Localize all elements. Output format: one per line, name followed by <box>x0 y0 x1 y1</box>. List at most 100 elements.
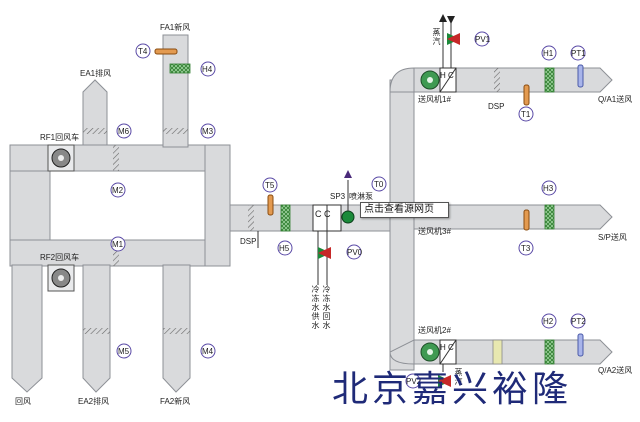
fans <box>47 70 440 362</box>
tag-t0 <box>371 176 387 192</box>
filter-h3 <box>544 204 555 230</box>
tag-h5 <box>277 240 293 256</box>
label-ea1: EA1排风 <box>80 69 112 78</box>
coils <box>312 67 457 365</box>
flow-arrows <box>344 14 455 178</box>
damper-m1 <box>113 240 119 266</box>
duct-network <box>9 34 613 393</box>
label-cooling-coil: C C <box>315 209 331 219</box>
temp-sensor-t3-icon <box>523 209 530 231</box>
tag-pv1-text: PV1 <box>475 35 491 44</box>
tag-pt2-text: PT2 <box>571 317 586 326</box>
tag-m3 <box>200 123 216 139</box>
label-steam-1: 蒸汽 <box>432 28 441 46</box>
elbow-top <box>389 67 415 93</box>
label-sp3: SP3 <box>330 192 346 201</box>
label-qa2: Q/A2送风 <box>598 366 633 375</box>
damper-m6 <box>83 128 107 134</box>
upper-mix-duct <box>9 144 231 172</box>
label-heating-coil-2: H C <box>440 343 454 352</box>
tag-pv0-text: PV0 <box>347 248 363 257</box>
label-rf2: RF2回风车 <box>40 253 80 262</box>
label-spray-pump: 喷淋泵 <box>349 192 373 201</box>
tag-t3-text: T3 <box>521 244 531 253</box>
heating-coil-1-diag <box>439 67 457 93</box>
tag-t4 <box>135 43 151 59</box>
label-qa1: Q/A1送风 <box>598 95 633 104</box>
temp-sensor-t4-icon <box>154 48 178 55</box>
supply-riser-duct <box>389 79 415 371</box>
damper-dsp <box>248 205 254 231</box>
tag-h2-text: H2 <box>543 317 554 326</box>
cooling-coil-2 <box>326 204 342 232</box>
tag-m3-text: M3 <box>202 127 214 136</box>
tag-m4 <box>200 343 216 359</box>
label-return-air: 回风 <box>15 397 31 406</box>
right-mix-duct <box>204 144 231 267</box>
elbow-bottom <box>389 339 415 365</box>
tag-t5 <box>262 177 278 193</box>
tag-circles <box>110 31 586 389</box>
tag-pv0 <box>346 244 362 260</box>
tag-pt1 <box>570 45 586 61</box>
tag-t1 <box>518 106 534 122</box>
label-chilled-water-supply: 冷冻水供水 <box>311 285 320 330</box>
tag-m6 <box>116 123 132 139</box>
label-fa2: FA2新风 <box>160 397 191 406</box>
tag-h2 <box>541 313 557 329</box>
label-chilled-water-return: 冷冻水回水 <box>322 285 331 330</box>
tag-m4-text: M4 <box>202 347 214 356</box>
damper-m2 <box>113 145 119 171</box>
humidifier-2 <box>492 339 503 365</box>
tag-h5-text: H5 <box>279 244 290 253</box>
tag-pv2-text: PV2 <box>406 377 422 386</box>
watermark-text: 北京嘉兴裕隆 <box>332 369 573 410</box>
pressure-sensor-pt1-icon <box>577 64 584 88</box>
label-fa1: FA1新风 <box>160 23 191 32</box>
filters <box>169 63 555 365</box>
damper-m3 <box>163 128 188 134</box>
label-fan-2: 送风机2# <box>418 326 451 335</box>
tag-pv2 <box>405 373 421 389</box>
valves <box>318 33 460 387</box>
label-dsp2: DSP <box>488 102 505 111</box>
tag-pt1-text: PT1 <box>571 49 586 58</box>
spray-pump-icon <box>341 210 355 224</box>
tag-h3 <box>541 180 557 196</box>
label-rf1: RF1回风车 <box>40 133 80 142</box>
tag-h4 <box>200 61 216 77</box>
tag-h4-text: H4 <box>202 65 213 74</box>
temp-sensor-t5-icon <box>267 194 274 216</box>
label-heating-coil-1: H C <box>440 71 454 80</box>
label-fan-1: 送风机1# <box>418 95 451 104</box>
tag-m2 <box>110 182 126 198</box>
tag-t3 <box>518 240 534 256</box>
tag-pt2 <box>570 313 586 329</box>
temp-sensor-t1-icon <box>523 84 530 106</box>
tag-t4-text: T4 <box>138 47 148 56</box>
filter-h1 <box>544 67 555 93</box>
tag-t1-text: T1 <box>521 110 531 119</box>
tag-h1 <box>541 45 557 61</box>
tag-pv1 <box>474 31 490 47</box>
damper-dsp2 <box>494 68 500 92</box>
label-sp: S/P送风 <box>598 233 627 242</box>
filter-h4 <box>169 63 191 74</box>
filter-h5 <box>280 204 291 232</box>
tag-m2-text: M2 <box>112 186 124 195</box>
temp-sensors <box>154 48 584 357</box>
tag-m1-text: M1 <box>112 240 124 249</box>
tag-t0-text: T0 <box>374 180 384 189</box>
pressure-sensor-pt2-icon <box>577 333 584 357</box>
tag-m5-text: M5 <box>118 347 130 356</box>
filter-h2 <box>544 339 555 365</box>
tag-h1-text: H1 <box>543 49 554 58</box>
ea1-exhaust-duct <box>82 79 108 146</box>
damper-m4 <box>163 328 190 334</box>
tag-h3-text: H3 <box>543 184 554 193</box>
view-source-tooltip[interactable]: 点击查看源网页 <box>360 202 449 218</box>
tag-t5-text: T5 <box>265 181 275 190</box>
tag-m6-text: M6 <box>118 127 130 136</box>
damper-m5 <box>83 328 110 334</box>
